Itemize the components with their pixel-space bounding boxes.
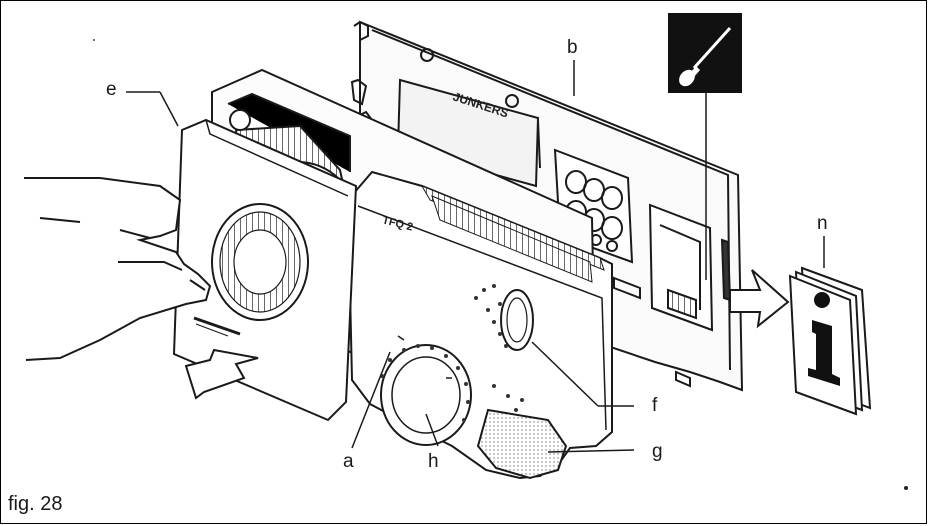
- figure-caption: fig. 28: [8, 493, 63, 515]
- label-g: g: [652, 441, 663, 462]
- label-leader-lines: [126, 60, 635, 453]
- hand-illustration: [24, 177, 212, 361]
- label-e: e: [106, 79, 117, 100]
- label-f: f: [652, 395, 658, 416]
- control-unit-front: [346, 170, 613, 480]
- front-cover-plate: [172, 118, 358, 422]
- label-a: a: [343, 451, 354, 472]
- down-left-arrow-icon: [184, 348, 259, 400]
- label-n: n: [817, 213, 828, 234]
- scan-speck: [93, 39, 95, 41]
- info-booklet-icon: [788, 266, 872, 416]
- scan-speck: [904, 486, 908, 490]
- right-arrow-icon: [729, 269, 790, 329]
- label-b: b: [567, 37, 578, 58]
- label-h: h: [428, 451, 439, 472]
- screwdriver-icon: [668, 13, 742, 93]
